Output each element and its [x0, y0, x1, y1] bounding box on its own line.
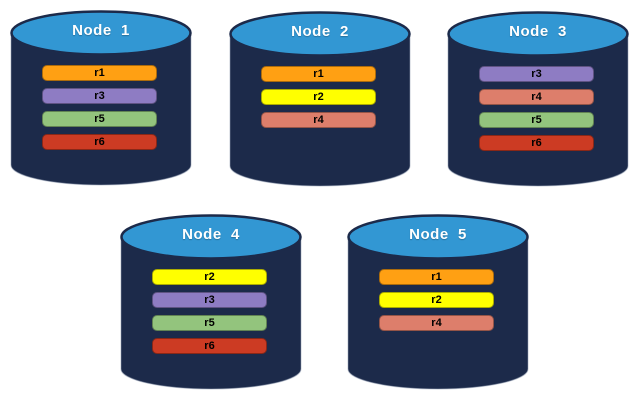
- replica-bar-r4: r4: [379, 315, 494, 331]
- replica-bar-r1: r1: [42, 65, 157, 81]
- replica-bar-r3: r3: [479, 66, 594, 82]
- node-3-cylinder: Node 3 r3 r4 r5 r6: [447, 9, 629, 193]
- node-title: Node 4: [182, 226, 240, 243]
- replica-bar-r6: r6: [479, 135, 594, 151]
- node-title: Node 3: [509, 23, 567, 40]
- node-title: Node 5: [409, 226, 467, 243]
- node-title: Node 1: [72, 22, 130, 39]
- node-title: Node 2: [291, 23, 349, 40]
- replica-bar-r4: r4: [261, 112, 376, 128]
- node-2-cylinder: Node 2 r1 r2 r4: [229, 9, 411, 193]
- replica-bar-r2: r2: [152, 269, 267, 285]
- replica-list: r1 r3 r5 r6: [42, 65, 157, 157]
- replica-bar-r5: r5: [152, 315, 267, 331]
- replica-bar-r5: r5: [42, 111, 157, 127]
- replica-bar-r1: r1: [261, 66, 376, 82]
- cylinder-top: [120, 214, 302, 260]
- replica-list: r3 r4 r5 r6: [479, 66, 594, 158]
- cylinder-top: [347, 214, 529, 260]
- node-5-cylinder: Node 5 r1 r2 r4: [347, 212, 529, 396]
- cylinder-top: [229, 11, 411, 57]
- replica-bar-r4: r4: [479, 89, 594, 105]
- replica-bar-r6: r6: [42, 134, 157, 150]
- replica-bar-r6: r6: [152, 338, 267, 354]
- replica-bar-r2: r2: [379, 292, 494, 308]
- node-4-cylinder: Node 4 r2 r3 r5 r6: [120, 212, 302, 396]
- replica-list: r2 r3 r5 r6: [152, 269, 267, 361]
- replica-list: r1 r2 r4: [379, 269, 494, 338]
- replica-bar-r5: r5: [479, 112, 594, 128]
- replica-bar-r2: r2: [261, 89, 376, 105]
- replica-bar-r1: r1: [379, 269, 494, 285]
- node-1-cylinder: Node 1 r1 r3 r5 r6: [10, 8, 192, 192]
- replica-list: r1 r2 r4: [261, 66, 376, 135]
- cylinder-top: [447, 11, 629, 57]
- replica-bar-r3: r3: [152, 292, 267, 308]
- cylinder-top: [10, 10, 192, 56]
- replica-bar-r3: r3: [42, 88, 157, 104]
